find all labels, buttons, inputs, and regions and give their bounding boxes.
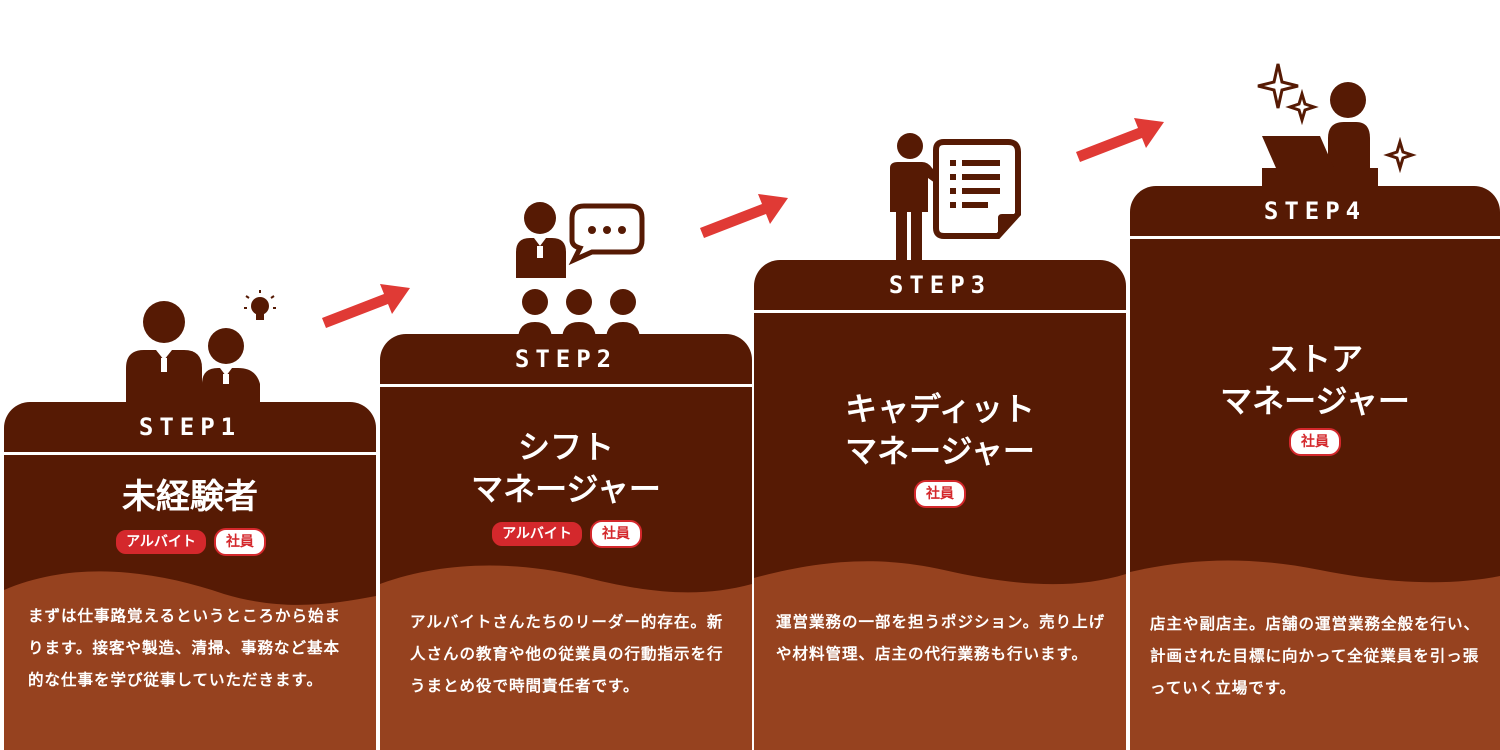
tag-group: アルバイト 社員 bbox=[4, 528, 376, 556]
step-title-line: マネージャー bbox=[1220, 382, 1410, 420]
leader-speech-bubble-icon bbox=[516, 202, 645, 340]
step-header: STEP4 bbox=[1130, 186, 1500, 239]
tag-employee: 社員 bbox=[1289, 428, 1341, 456]
tag-arbeit: アルバイト bbox=[490, 520, 584, 548]
arrow-icon-3 bbox=[1076, 118, 1164, 162]
wave-decoration bbox=[380, 565, 752, 750]
step-header: STEP3 bbox=[754, 260, 1126, 313]
wave-decoration bbox=[4, 571, 376, 750]
tag-arbeit: アルバイト bbox=[114, 528, 208, 556]
manager-laptop-sparkle-icon bbox=[1257, 63, 1417, 186]
step-header: STEP1 bbox=[4, 402, 376, 455]
step-title-line: シフト bbox=[517, 428, 614, 466]
step-title: ストア マネージャー bbox=[1130, 338, 1500, 422]
tag-group: 社員 bbox=[754, 480, 1126, 508]
tag-employee: 社員 bbox=[914, 480, 966, 508]
tag-employee: 社員 bbox=[589, 520, 642, 548]
arrow-icon-2 bbox=[700, 194, 788, 238]
step-card-2: STEP2 シフト マネージャー アルバイト 社員 アルバイトさんたちのリーダー… bbox=[380, 334, 752, 750]
arrow-icon-1 bbox=[322, 284, 410, 328]
step-title: キャディット マネージャー bbox=[754, 388, 1126, 472]
step-card-3: STEP3 キャディット マネージャー 社員 運営業務の一部を担うポジション。売… bbox=[754, 260, 1126, 750]
step-title-line: ストア bbox=[1266, 340, 1363, 378]
tag-employee: 社員 bbox=[213, 528, 266, 556]
step-title-line: キャディット bbox=[845, 390, 1035, 428]
two-people-lightbulb-icon bbox=[126, 290, 276, 406]
step-header: STEP2 bbox=[380, 334, 752, 387]
step-title: シフト マネージャー bbox=[380, 426, 752, 510]
step-description: 運営業務の一部を担うポジション。売り上げや材料管理、店主の代行業務も行います。 bbox=[776, 613, 1106, 663]
step-description: アルバイトさんたちのリーダー的存在。新人さんの教育や他の従業員の行動指示を行うま… bbox=[410, 613, 724, 695]
step-title-line: マネージャー bbox=[845, 432, 1035, 470]
step-card-4: STEP4 ストア マネージャー 社員 店主や副店主。店舗の運営業務全般を行い、… bbox=[1130, 186, 1500, 750]
tag-group: 社員 bbox=[1130, 428, 1500, 456]
step-card-1: STEP1 未経験者 アルバイト 社員 まずは仕事路覚えるというところから始まり… bbox=[4, 402, 376, 750]
tag-group: アルバイト 社員 bbox=[380, 520, 752, 548]
step-description: まずは仕事路覚えるというところから始まります。接客や製造、清掃、事務など基本的な… bbox=[28, 607, 342, 689]
step-title: 未経験者 bbox=[4, 476, 376, 518]
wave-decoration bbox=[754, 561, 1126, 750]
step-title-line: マネージャー bbox=[471, 470, 661, 508]
step-title-line: 未経験者 bbox=[122, 477, 258, 517]
wave-decoration bbox=[1130, 560, 1500, 750]
presenter-document-icon bbox=[890, 133, 1021, 266]
step-description: 店主や副店主。店舗の運営業務全般を行い、計画された目標に向かって全従業員を引っ張… bbox=[1150, 615, 1481, 697]
